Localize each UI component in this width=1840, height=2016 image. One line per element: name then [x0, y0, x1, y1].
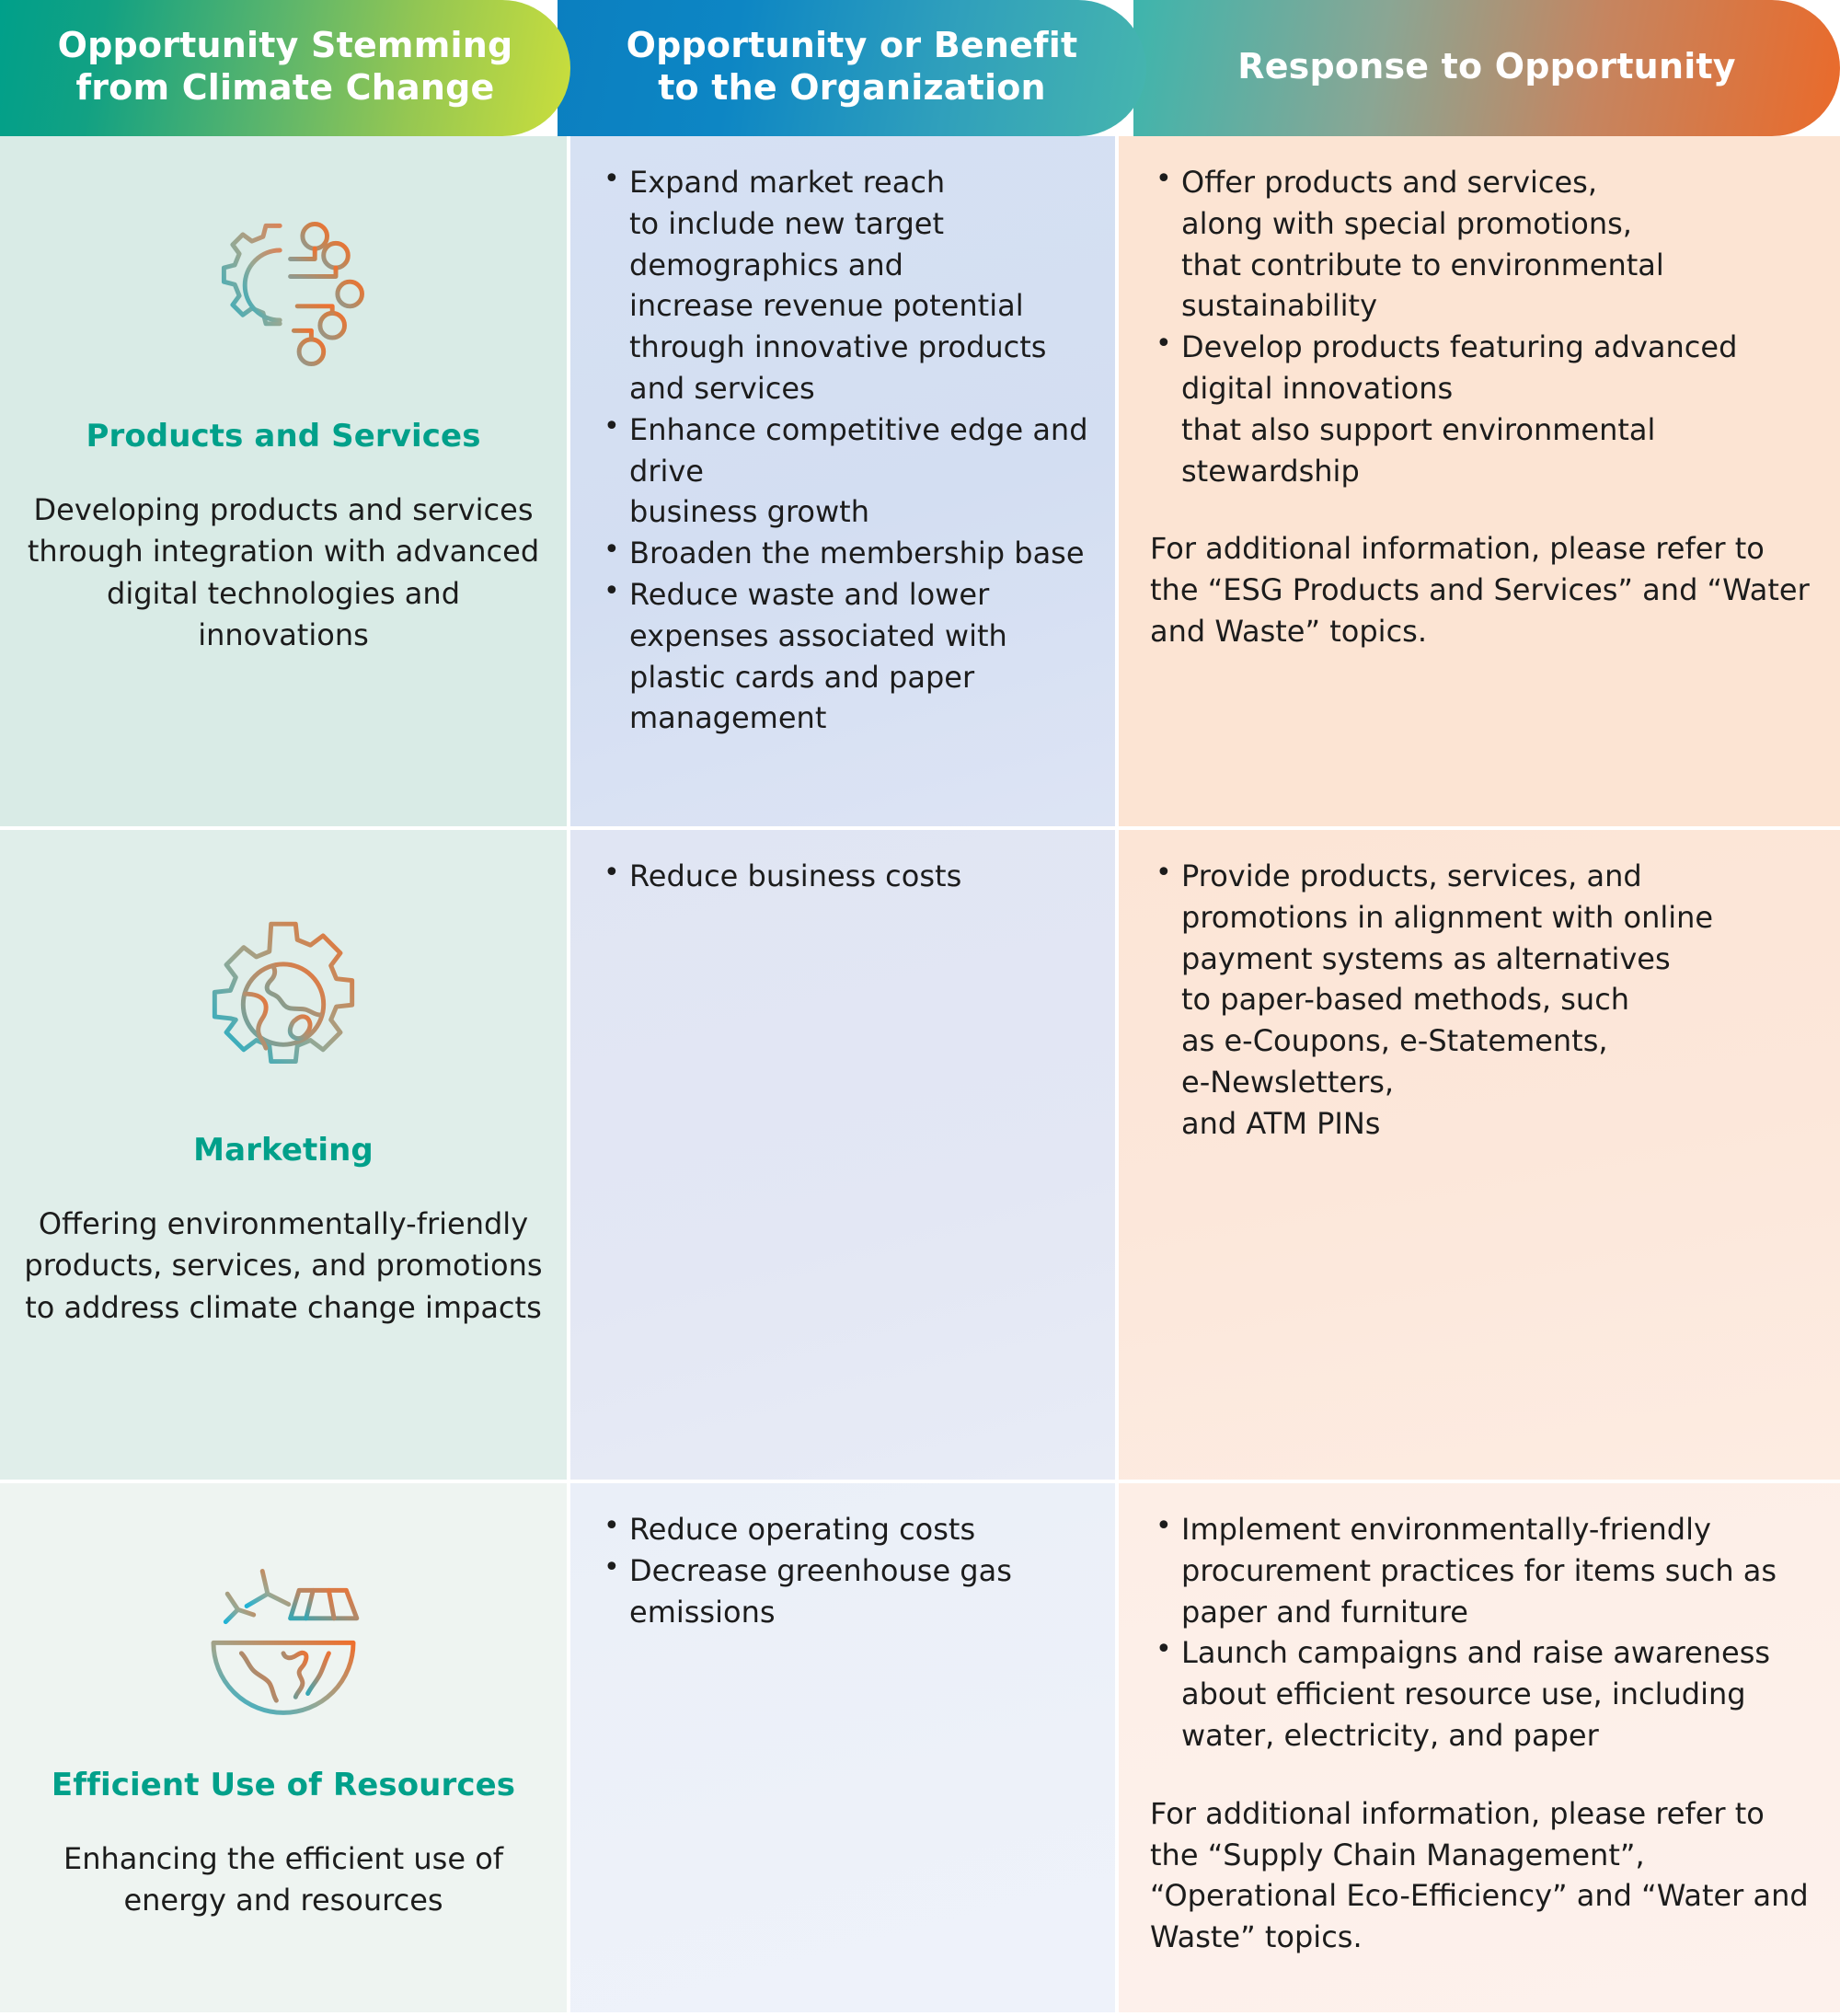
list-item: Develop products featuring advanced digi… — [1150, 325, 1816, 491]
list-item: Broaden the membership base — [598, 531, 1091, 574]
list-item: Decrease greenhouse gas emissions — [598, 1549, 1091, 1633]
header-opportunity-benefit: Opportunity or Benefit to the Organizati… — [558, 0, 1146, 136]
row1-category-description: Developing products and services through… — [27, 492, 540, 653]
list-item: Reduce business costs — [598, 854, 1091, 897]
row1-category-cell: Products and Services Developing product… — [0, 136, 570, 826]
header-col2-line2: to the Organization — [658, 67, 1046, 108]
row3-reference-note: For additional information, please refer… — [1150, 1795, 1809, 1955]
row3-category-title: Efficient Use of Resources — [51, 1767, 516, 1803]
list-item: Enhance competitive edge and drivebusine… — [598, 408, 1091, 533]
table-row: Marketing Offering environmentally-frien… — [0, 830, 1840, 1483]
renewable-energy-globe-icon — [196, 1540, 371, 1724]
header-col3-line1: Response to Opportunity — [1237, 45, 1736, 86]
row3-category-description: Enhancing the efficient use of energy an… — [63, 1841, 504, 1918]
list-item: Reduce operating costs — [598, 1507, 1091, 1550]
list-item: Implement environmentally-friendly procu… — [1150, 1507, 1816, 1632]
row2-category-description: Offering environmentally-friendly produc… — [24, 1206, 543, 1325]
header-response-to-opportunity: Response to Opportunity — [1133, 0, 1840, 136]
table-row: Products and Services Developing product… — [0, 136, 1840, 830]
row3-response-cell: Implement environmentally-friendly procu… — [1119, 1483, 1840, 2012]
list-item: Provide products, services, and promotio… — [1150, 854, 1816, 1145]
row1-category-title: Products and Services — [86, 418, 481, 455]
row2-category-title: Marketing — [193, 1132, 374, 1169]
row2-benefit-cell: Reduce business costs — [570, 830, 1119, 1480]
opportunity-table: Products and Services Developing product… — [0, 136, 1840, 2016]
row2-category-cell: Marketing Offering environmentally-frien… — [0, 830, 570, 1480]
row3-benefit-cell: Reduce operating costs Decrease greenhou… — [570, 1483, 1119, 2012]
row1-response-cell: Offer products and services,along with s… — [1119, 136, 1840, 826]
list-item: Launch campaigns and raise awareness abo… — [1150, 1630, 1816, 1756]
header-col1-line1: Opportunity Stemming — [57, 24, 513, 65]
list-item: Reduce waste and lower expenses associat… — [598, 572, 1091, 739]
row2-response-cell: Provide products, services, and promotio… — [1119, 830, 1840, 1480]
row2-response-list: Provide products, services, and promotio… — [1150, 854, 1816, 1145]
list-item: Offer products and services,along with s… — [1150, 160, 1816, 327]
header-col2-line1: Opportunity or Benefit — [626, 24, 1078, 65]
row3-response-list: Implement environmentally-friendly procu… — [1150, 1507, 1816, 1757]
gear-circuit-icon — [196, 193, 371, 377]
row3-category-cell: Efficient Use of Resources Enhancing the… — [0, 1483, 570, 2012]
gear-globe-icon — [196, 905, 371, 1089]
table-header-row: Opportunity Stemming from Climate Change… — [0, 0, 1840, 136]
header-col1-line2: from Climate Change — [75, 67, 495, 108]
row1-response-list: Offer products and services,along with s… — [1150, 160, 1816, 491]
row2-benefit-list: Reduce business costs — [598, 854, 1091, 897]
row1-reference-note: For additional information, please refer… — [1150, 531, 1810, 649]
table-row: Efficient Use of Resources Enhancing the… — [0, 1483, 1840, 2012]
row3-benefit-list: Reduce operating costs Decrease greenhou… — [598, 1507, 1091, 1633]
header-opportunity-stemming: Opportunity Stemming from Climate Change — [0, 0, 570, 136]
